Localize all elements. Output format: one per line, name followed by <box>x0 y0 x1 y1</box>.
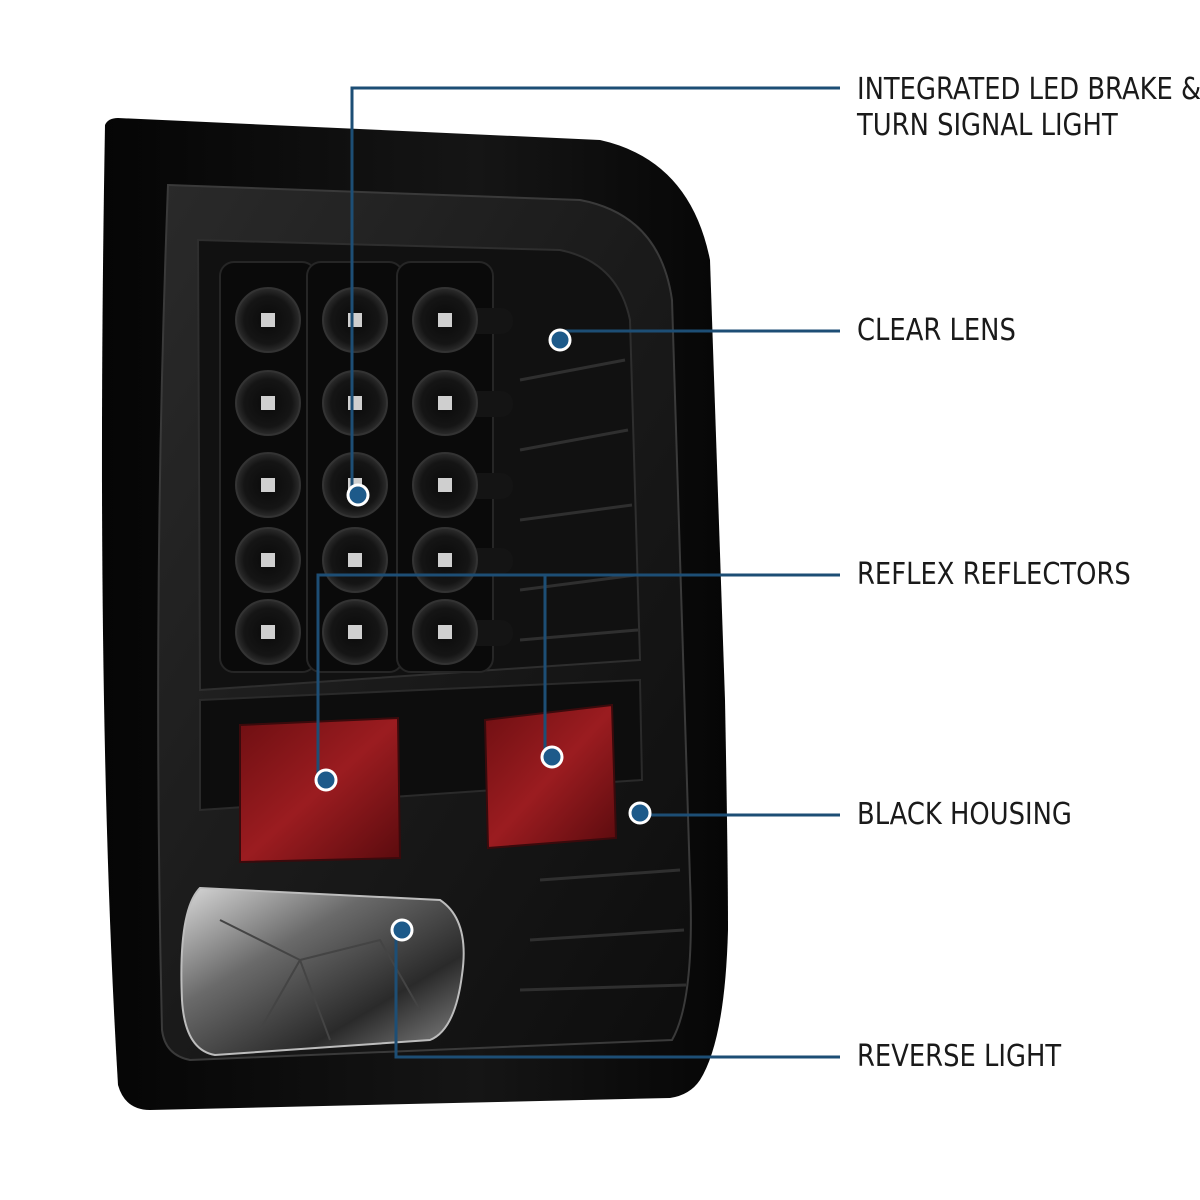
callout-markers <box>314 328 652 942</box>
label-clear-lens-line-1: CLEAR LENS <box>857 313 1016 348</box>
led-chip <box>261 313 275 327</box>
leader-integrated-led <box>350 86 840 495</box>
reflex-reflector-left <box>239 716 402 864</box>
marker-clear-lens <box>548 328 572 352</box>
label-black-housing-line-1: BLACK HOUSING <box>857 797 1072 832</box>
led-chip <box>438 625 452 639</box>
label-reflex-reflectors-line-1: REFLEX REFLECTORS <box>857 557 1131 592</box>
led-chip <box>438 313 452 327</box>
led-chip <box>348 625 362 639</box>
led-array <box>219 261 513 673</box>
label-clear-lens: CLEAR LENS <box>857 313 1016 349</box>
leader-reverse-light <box>394 930 840 1059</box>
led-chip <box>261 553 275 567</box>
led-chip <box>261 478 275 492</box>
label-reflex-reflectors: REFLEX REFLECTORS <box>857 557 1131 593</box>
label-integrated-led-line-2: TURN SIGNAL LIGHT <box>857 108 1118 143</box>
label-reverse-light-line-1: REVERSE LIGHT <box>857 1039 1062 1074</box>
label-black-housing: BLACK HOUSING <box>857 797 1072 833</box>
marker-black-housing <box>628 801 652 825</box>
label-integrated-led-line-1: INTEGRATED LED BRAKE & <box>857 72 1200 107</box>
reflex-reflector-right <box>483 703 618 850</box>
marker-reflex-left <box>314 768 338 792</box>
led-chip <box>438 553 452 567</box>
label-reverse-light: REVERSE LIGHT <box>857 1039 1061 1075</box>
marker-integrated-led <box>346 483 370 507</box>
led-chip <box>348 553 362 567</box>
reverse-light-lens <box>180 886 465 1057</box>
marker-reflex-right <box>540 745 564 769</box>
led-chip <box>348 396 362 410</box>
lens-ribs <box>519 358 687 992</box>
led-chip <box>261 625 275 639</box>
led-chip <box>438 478 452 492</box>
label-integrated-led: INTEGRATED LED BRAKE & TURN SIGNAL LIGHT <box>857 72 1200 144</box>
marker-reverse-light <box>390 918 414 942</box>
led-chip <box>438 396 452 410</box>
reverse-facets <box>219 919 421 1041</box>
led-chip <box>261 396 275 410</box>
led-chip <box>348 313 362 327</box>
leader-reflex-reflectors <box>316 573 840 780</box>
